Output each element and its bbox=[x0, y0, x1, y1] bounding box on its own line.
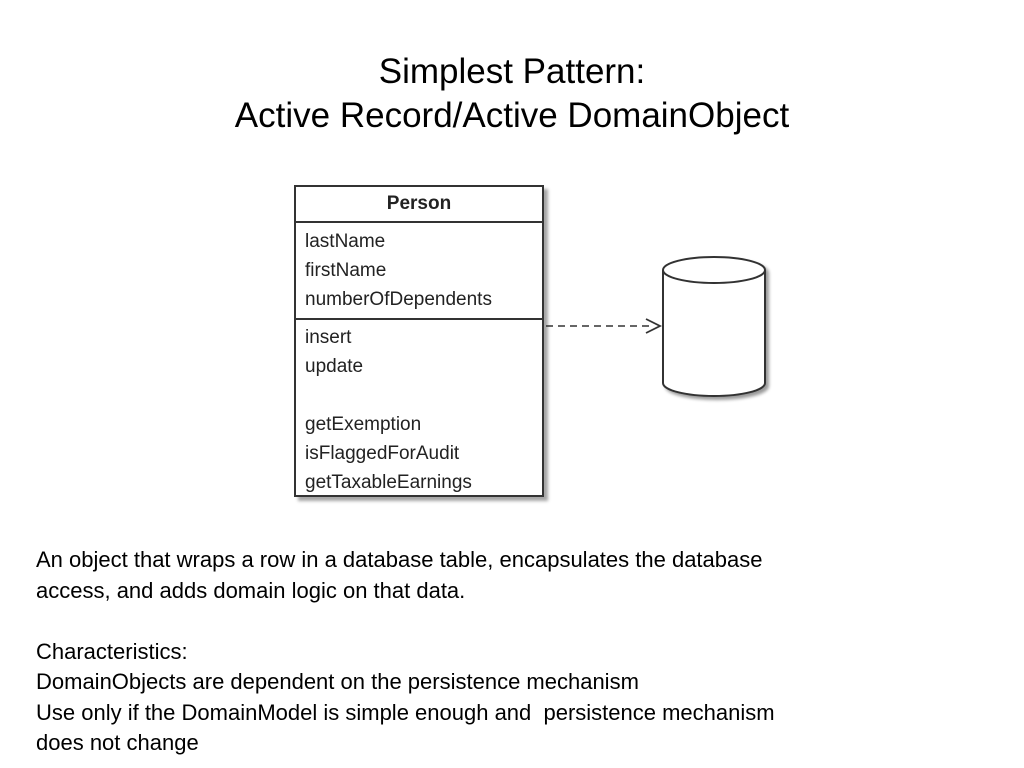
characteristic-2-line2: does not change bbox=[36, 730, 199, 755]
operation-isflaggedforaudit: isFlaggedForAudit bbox=[305, 443, 460, 464]
characteristic-2-line1: Use only if the DomainModel is simple en… bbox=[36, 699, 775, 725]
attribute-lastname: lastName bbox=[305, 231, 386, 252]
operation-update: update bbox=[305, 356, 364, 377]
database-cylinder-icon bbox=[662, 256, 766, 397]
arrow-head-icon bbox=[645, 318, 663, 334]
slide-title: Simplest Pattern: Active Record/Active D… bbox=[0, 50, 1024, 138]
paragraph-spacer bbox=[36, 606, 996, 637]
definition-line1: An object that wraps a row in a database… bbox=[36, 547, 763, 572]
operation-gettaxableearnings: getTaxableEarnings bbox=[305, 472, 472, 493]
description-text: An object that wraps a row in a database… bbox=[36, 545, 996, 759]
operation-insert: insert bbox=[305, 327, 352, 348]
person-class-box: Person lastName firstName numberOfDepend… bbox=[294, 185, 544, 497]
attributes-compartment: lastName firstName numberOfDependents bbox=[296, 223, 542, 320]
characteristics-heading: Characteristics: bbox=[36, 638, 188, 664]
definition-line2: access, and adds domain logic on that da… bbox=[36, 577, 466, 603]
class-name: Person bbox=[296, 187, 542, 223]
dependency-connector bbox=[546, 256, 766, 397]
operations-compartment: insert update getExemption isFlaggedForA… bbox=[296, 320, 542, 497]
characteristic-1: DomainObjects are dependent on the persi… bbox=[36, 669, 639, 694]
operation-getexemption: getExemption bbox=[305, 414, 422, 435]
uml-diagram: Person lastName firstName numberOfDepend… bbox=[280, 175, 800, 515]
slide-title-line2: Active Record/Active DomainObject bbox=[234, 96, 790, 135]
attribute-numberofdependents: numberOfDependents bbox=[305, 289, 492, 310]
slide-title-line1: Simplest Pattern: bbox=[378, 52, 646, 91]
attribute-firstname: firstName bbox=[305, 260, 387, 281]
